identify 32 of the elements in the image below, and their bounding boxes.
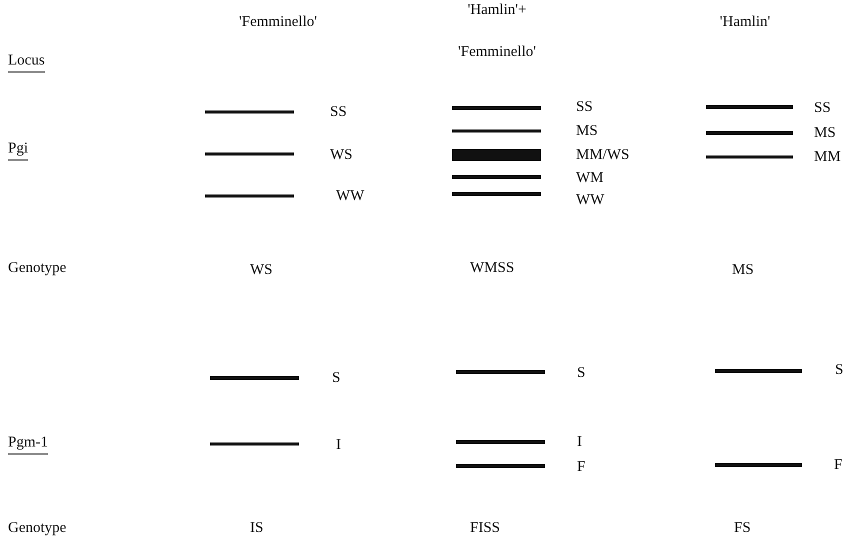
band-label: WW [336,187,364,205]
band-label: WS [330,146,352,164]
band-label: SS [814,99,831,117]
column-heading: 'Hamlin' [720,13,770,31]
band-label: MS [576,122,598,140]
genotype-label: MS [732,261,754,279]
band-label: MM/WS [576,146,630,164]
column-heading: 'Hamlin'+ 'Femminello' [457,1,537,62]
band-label: S [577,364,586,382]
row-label: Genotype [8,519,66,537]
band-label: I [577,433,582,451]
band-label: MM [814,148,841,166]
genotype-label: WS [250,261,272,279]
row-label: Genotype [8,259,66,277]
locus-name: Pgi [8,140,28,160]
genotype-label: FISS [470,519,500,537]
locus-name: Pgm-1 [8,434,48,454]
band-label: MS [814,124,836,142]
band-label: S [332,369,340,387]
band-label: WW [576,191,604,209]
column-heading: 'Femminello' [239,13,317,31]
locus-heading: Locus [8,52,45,72]
band-label: SS [330,103,347,121]
band-label: S [835,361,844,379]
band-label: WM [576,169,604,187]
band-label: F [834,456,842,474]
band-label: I [336,436,341,454]
band-label: SS [576,98,593,116]
genotype-label: FS [734,519,751,537]
genotype-label: IS [250,519,264,537]
band-label: F [577,458,586,476]
genotype-label: WMSS [470,259,514,277]
